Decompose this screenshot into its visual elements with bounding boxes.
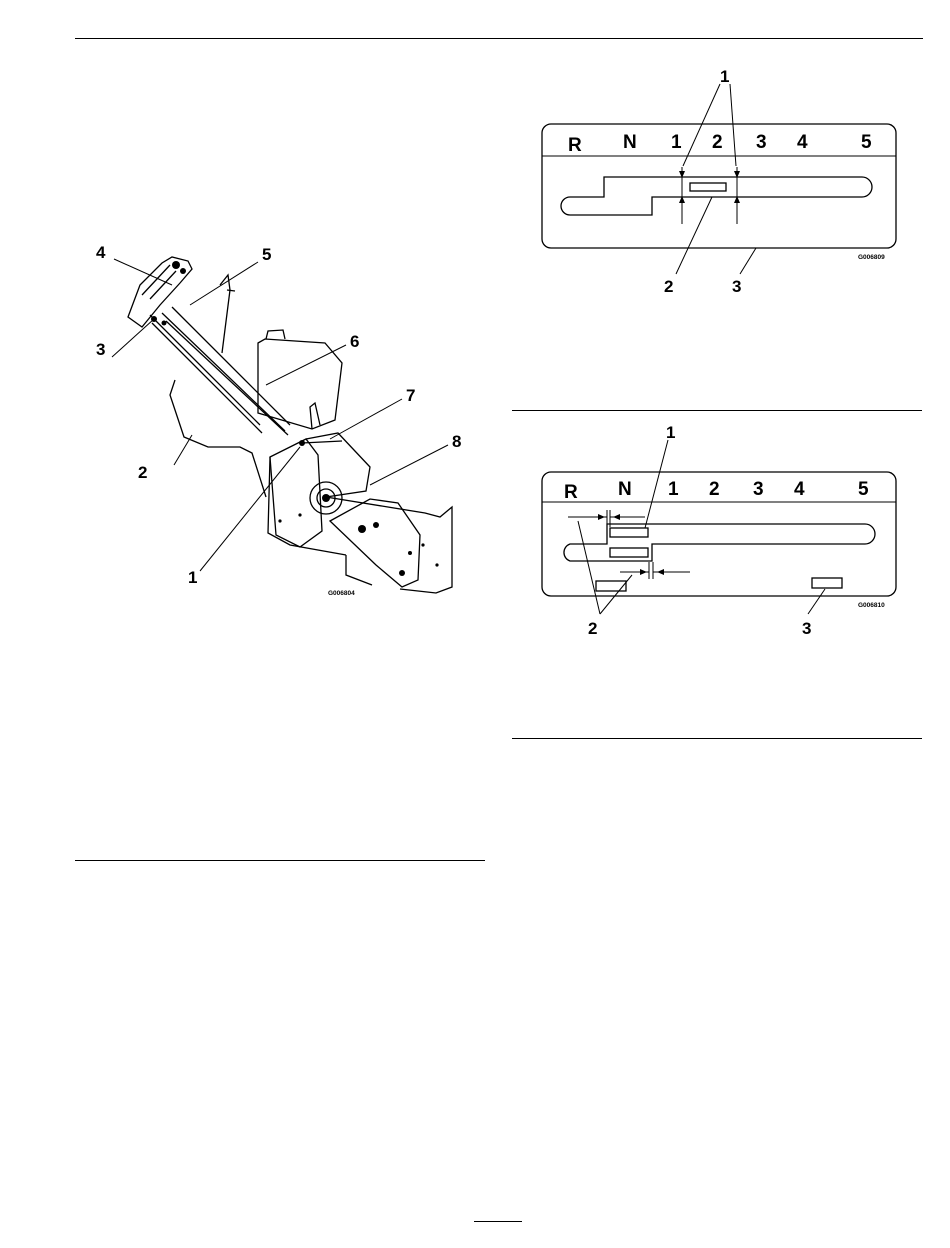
gear-label-3: 3 [756, 132, 767, 153]
callout-2: 2 [664, 277, 673, 296]
figure-id: G006810 [858, 602, 885, 609]
callout-8: 8 [452, 432, 461, 451]
callout-3: 3 [802, 619, 811, 638]
header-rule [75, 38, 923, 39]
figure-id: G006804 [328, 590, 355, 597]
callout-1: 1 [720, 67, 729, 86]
gear-indicator-4 [812, 578, 842, 588]
right-column-rule-bottom [512, 738, 922, 739]
gear-label-3: 3 [753, 479, 764, 500]
gear-indicator-1 [610, 528, 648, 537]
gear-label-5: 5 [861, 132, 872, 153]
fuel-tank-drawing [258, 330, 342, 429]
callout-1: 1 [666, 423, 675, 442]
gear-label-4: 4 [797, 132, 808, 153]
gear-label-n: N [623, 132, 637, 153]
figure-id: G006809 [858, 254, 885, 261]
left-column-rule [75, 860, 485, 861]
gear-label-4: 4 [794, 479, 805, 500]
shift-gate-figure-bottom: R N 1 2 3 4 5 1 2 3 G006810 [540, 424, 900, 640]
page-number-underline [474, 1221, 522, 1222]
gear-label-r: R [568, 135, 582, 156]
cable-2-drawing [170, 380, 266, 497]
gear-indicator [690, 183, 726, 191]
callout-3: 3 [732, 277, 741, 296]
shift-gate-figure-top: R N 1 2 3 4 5 1 2 3 G006809 [540, 64, 900, 300]
machine-illustration: 4 5 3 6 7 2 8 1 G006804 [80, 235, 480, 605]
handle-frame-drawing [150, 275, 290, 435]
gear-indicator-2 [610, 548, 648, 557]
gear-label-1: 1 [668, 479, 679, 500]
right-column-rule-top [512, 410, 922, 411]
gear-label-5: 5 [858, 479, 869, 500]
gear-label-r: R [564, 482, 578, 503]
gear-label-2: 2 [712, 132, 723, 153]
callout-5: 5 [262, 245, 271, 264]
callout-1: 1 [188, 568, 197, 587]
gear-label-2: 2 [709, 479, 720, 500]
callout-7: 7 [406, 386, 415, 405]
callout-3: 3 [96, 340, 105, 359]
callout-2: 2 [138, 463, 147, 482]
gear-indicator-3 [596, 581, 626, 591]
callout-6: 6 [350, 332, 359, 351]
callout-2: 2 [588, 619, 597, 638]
gear-label-n: N [618, 479, 632, 500]
gear-label-1: 1 [671, 132, 682, 153]
gap-arrows [679, 167, 745, 224]
callout-4: 4 [96, 243, 106, 262]
